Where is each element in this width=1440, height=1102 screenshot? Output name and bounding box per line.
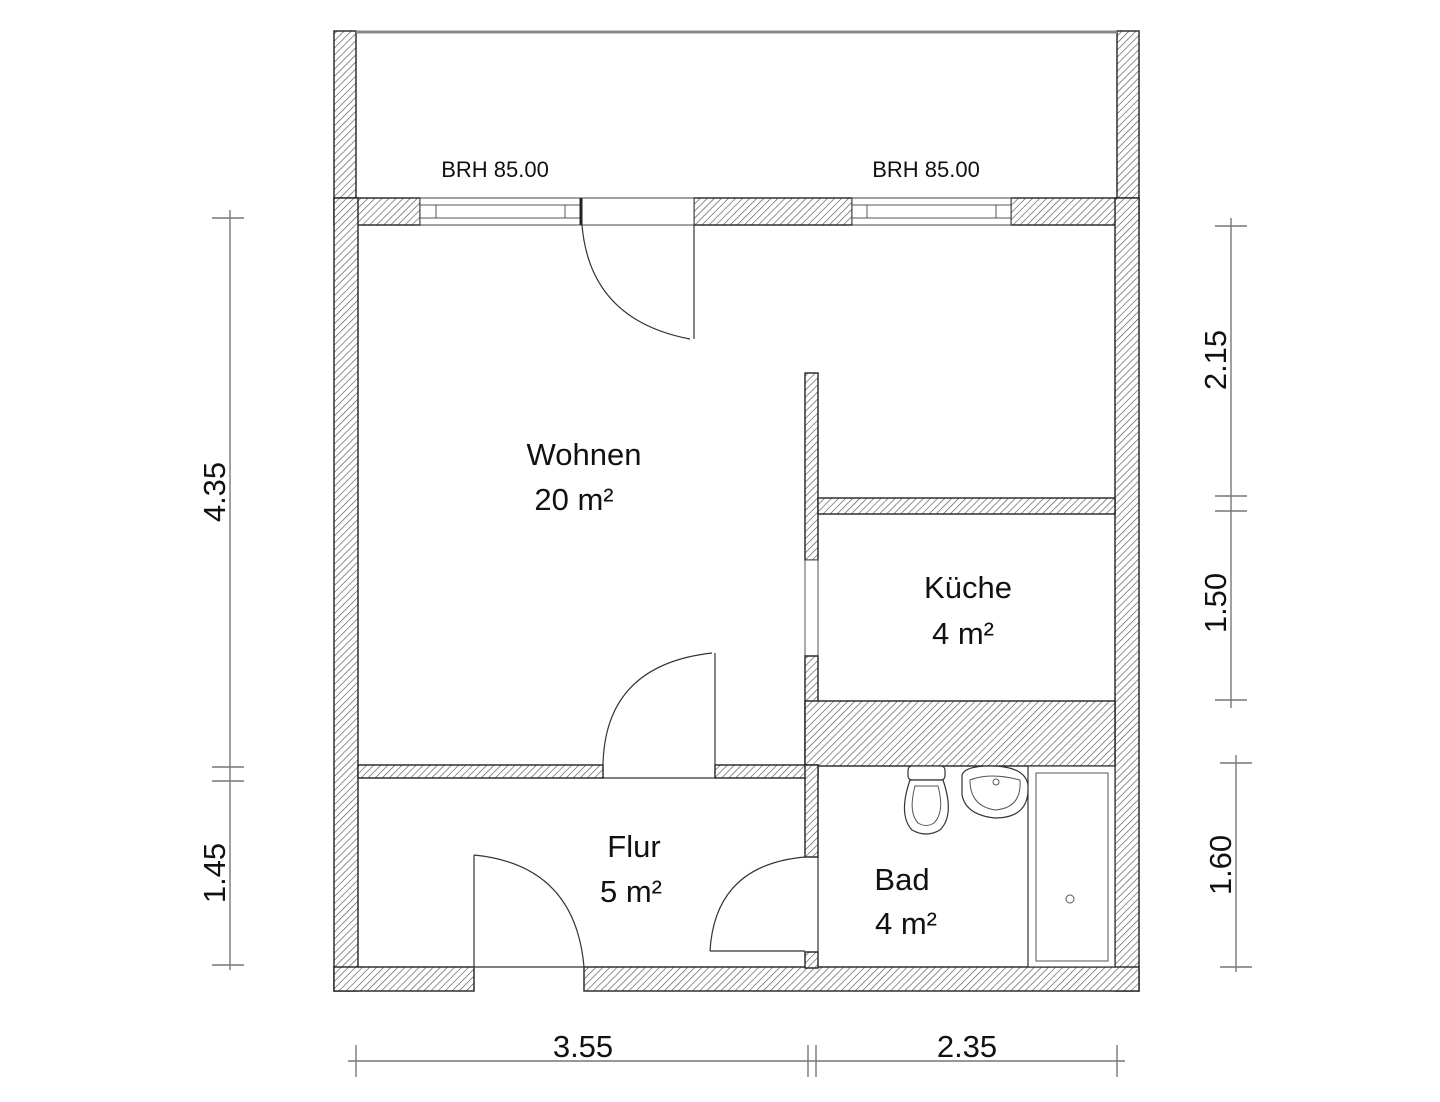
room-name: Wohnen [527, 437, 642, 472]
flur-top-wall-right [714, 764, 819, 779]
room-name: Küche [924, 570, 1012, 605]
room-name: Bad [874, 862, 929, 897]
room-name: Flur [607, 829, 660, 864]
room-kueche: Küche 4 m² [924, 570, 1012, 651]
room-area: 5 m² [600, 874, 662, 909]
right-wall [1114, 197, 1140, 992]
balcony-door [579, 197, 695, 340]
bottom-wall-left [333, 966, 475, 992]
window-sill-label-2: BRH 85.00 [872, 157, 980, 182]
balcony-left-wall [333, 30, 357, 200]
dimension-label: 1.50 [1198, 573, 1233, 633]
dimension-label: 3.55 [553, 1029, 613, 1064]
dimension-bottom: 3.55 2.35 [348, 1029, 1125, 1077]
dimension-right: 2.15 1.50 1.60 [1198, 218, 1252, 972]
bath-wall-lower [804, 951, 819, 969]
door-wohnen-flur [602, 652, 716, 779]
dimension-left: 4.35 1.45 [197, 210, 244, 970]
kitchen-top-wall [817, 497, 1116, 515]
kitchen-bath-wall [804, 700, 1116, 767]
door-entrance [473, 854, 585, 991]
top-wall-middle [693, 197, 853, 226]
window-1 [419, 197, 582, 226]
window-2 [851, 197, 1012, 226]
dimension-label: 2.15 [1198, 330, 1233, 390]
room-area: 4 m² [932, 616, 994, 651]
dimension-label: 2.35 [937, 1029, 997, 1064]
toilet-icon [903, 765, 949, 835]
interior-walls [357, 372, 1116, 969]
room-area: 4 m² [875, 906, 937, 941]
partition-wall-upper [804, 372, 819, 561]
bottom-wall-right [583, 966, 1140, 992]
flur-top-wall-left [357, 764, 604, 779]
dimension-label: 4.35 [197, 462, 232, 522]
outer-walls [333, 197, 1140, 992]
room-flur: Flur 5 m² [600, 829, 662, 909]
balcony [333, 30, 1140, 200]
kitchen-opening [804, 559, 819, 657]
window-sill-label-1: BRH 85.00 [441, 157, 549, 182]
dimension-label: 1.60 [1203, 835, 1238, 895]
dimension-label: 1.45 [197, 843, 232, 903]
sink-icon [961, 765, 1029, 819]
left-wall [333, 197, 359, 992]
door-bad [709, 856, 819, 952]
bath-wall-upper [804, 764, 819, 858]
room-wohnen: Wohnen 20 m² [527, 437, 642, 517]
bathtub-icon [1027, 765, 1116, 968]
room-area: 20 m² [534, 482, 613, 517]
balcony-right-wall [1116, 30, 1140, 200]
room-bad: Bad 4 m² [874, 862, 937, 941]
